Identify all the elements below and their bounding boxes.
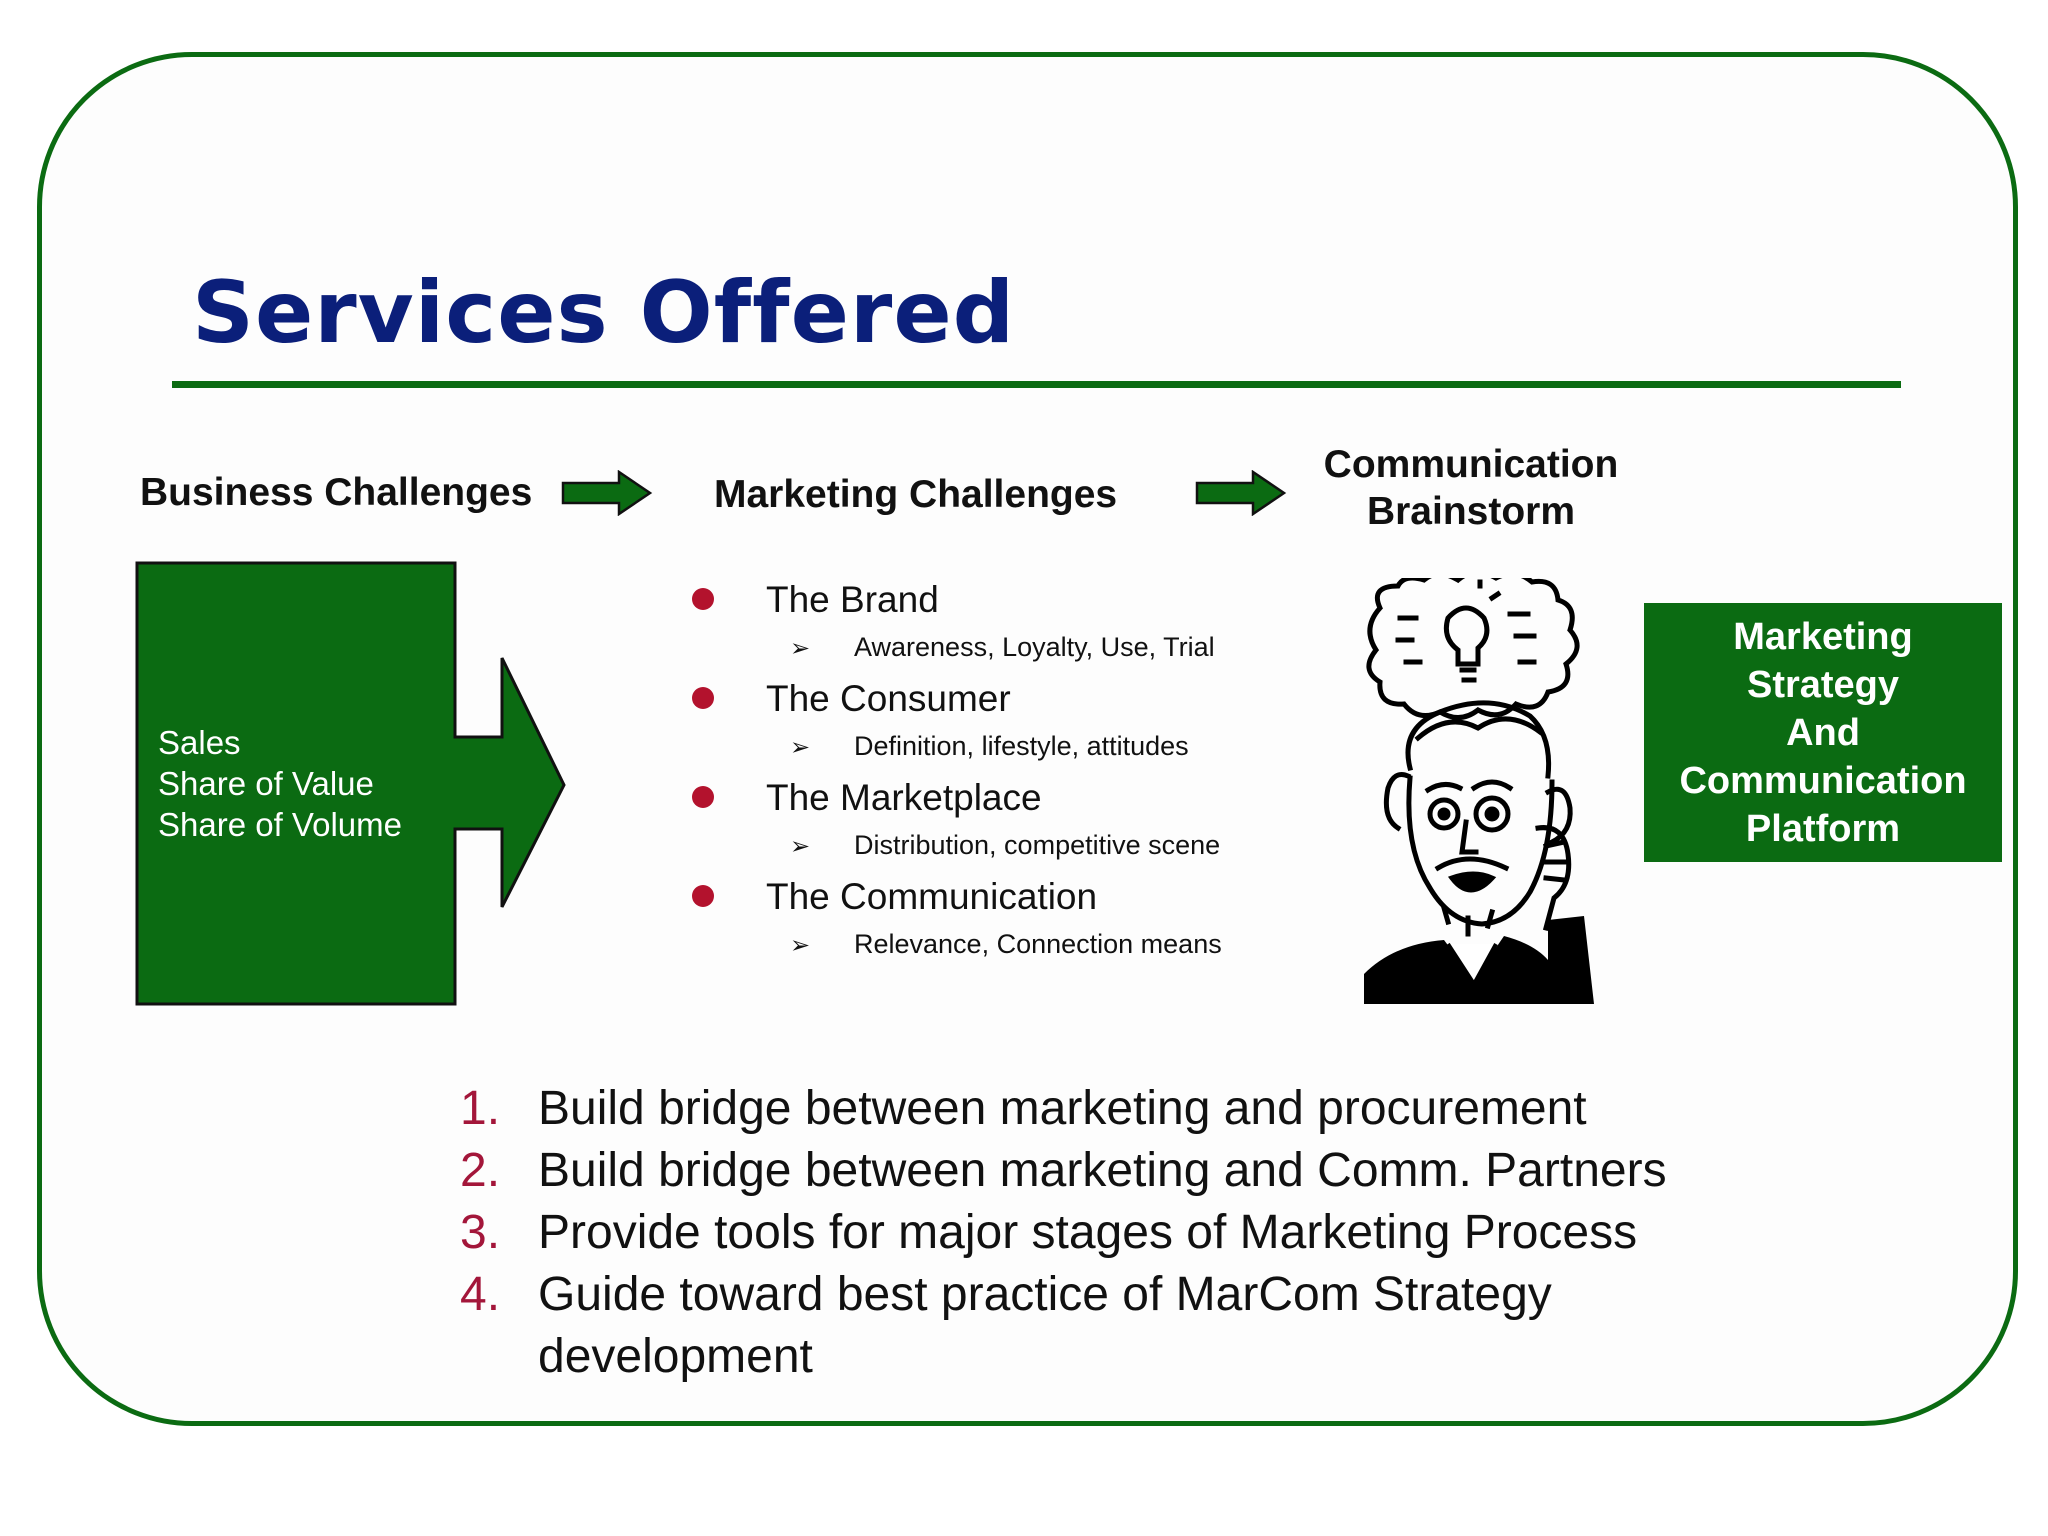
communication-header-line2: Brainstorm xyxy=(1366,490,1576,533)
list-item: 3. Provide tools for major stages of Mar… xyxy=(460,1202,1960,1264)
bullet-icon xyxy=(692,786,714,808)
result-box-line: Marketing xyxy=(1733,615,1913,658)
business-box-line: Share of Volume xyxy=(158,806,402,843)
item-number: 2. xyxy=(460,1144,501,1197)
list-item: The Brand ➢ Awareness, Loyalty, Use, Tri… xyxy=(690,578,1310,677)
thinking-man-icon xyxy=(1364,578,1594,1004)
arrowhead-icon: ➢ xyxy=(790,734,811,761)
communication-header-line1: Communication xyxy=(1323,443,1619,486)
numbered-points-list: 1. Build bridge between marketing and pr… xyxy=(460,1078,1960,1388)
item-text: Build bridge between marketing and Comm.… xyxy=(538,1144,1667,1197)
item-text: Guide toward best practice of MarCom Str… xyxy=(538,1268,1552,1383)
item-number: 1. xyxy=(460,1082,501,1135)
arrowhead-icon: ➢ xyxy=(790,635,811,662)
challenge-detail: Distribution, competitive scene xyxy=(854,830,1221,860)
marketing-strategy-box: Marketing Strategy And Communication Pla… xyxy=(1644,603,2002,862)
challenge-label: The Marketplace xyxy=(766,777,1042,818)
bullet-icon xyxy=(692,588,714,610)
marketing-challenges-list: The Brand ➢ Awareness, Loyalty, Use, Tri… xyxy=(690,578,1310,974)
result-box-line: Platform xyxy=(1745,807,1901,850)
list-item: The Communication ➢ Relevance, Connectio… xyxy=(690,875,1310,974)
arrowhead-icon: ➢ xyxy=(790,833,811,860)
flow-arrow-icon xyxy=(561,470,653,516)
bullet-icon xyxy=(692,885,714,907)
list-item: The Marketplace ➢ Distribution, competit… xyxy=(690,776,1310,875)
result-box-line: And xyxy=(1786,711,1860,754)
list-item: 4. Guide toward best practice of MarCom … xyxy=(460,1264,1778,1388)
challenge-detail: Relevance, Connection means xyxy=(854,929,1222,959)
result-box-line: Strategy xyxy=(1746,663,1900,706)
challenge-label: The Consumer xyxy=(766,678,1011,719)
challenge-detail: Definition, lifestyle, attitudes xyxy=(854,731,1189,761)
challenge-label: The Brand xyxy=(766,579,939,620)
bullet-icon xyxy=(692,687,714,709)
business-box-line: Sales xyxy=(158,724,241,761)
list-item: 2. Build bridge between marketing and Co… xyxy=(460,1140,1960,1202)
communication-brainstorm-header: Communication Brainstorm xyxy=(1320,441,1622,535)
challenge-label: The Communication xyxy=(766,876,1098,917)
list-item: The Consumer ➢ Definition, lifestyle, at… xyxy=(690,677,1310,776)
item-number: 3. xyxy=(460,1206,501,1259)
marketing-challenges-header: Marketing Challenges xyxy=(714,473,1118,516)
item-number: 4. xyxy=(460,1268,501,1321)
result-box-line: Communication xyxy=(1679,759,1967,802)
business-box-text: Sales Share of Value Share of Volume xyxy=(158,722,402,845)
flow-arrow-icon xyxy=(1195,470,1287,516)
business-box-line: Share of Value xyxy=(158,765,374,802)
challenge-detail: Awareness, Loyalty, Use, Trial xyxy=(854,632,1215,662)
title-underline xyxy=(172,381,1901,388)
item-text: Provide tools for major stages of Market… xyxy=(538,1206,1638,1259)
arrowhead-icon: ➢ xyxy=(790,932,811,959)
page-title: Services Offered xyxy=(192,263,1016,363)
list-item: 1. Build bridge between marketing and pr… xyxy=(460,1078,1960,1140)
business-challenges-header: Business Challenges xyxy=(140,471,533,514)
item-text: Build bridge between marketing and procu… xyxy=(538,1082,1587,1135)
